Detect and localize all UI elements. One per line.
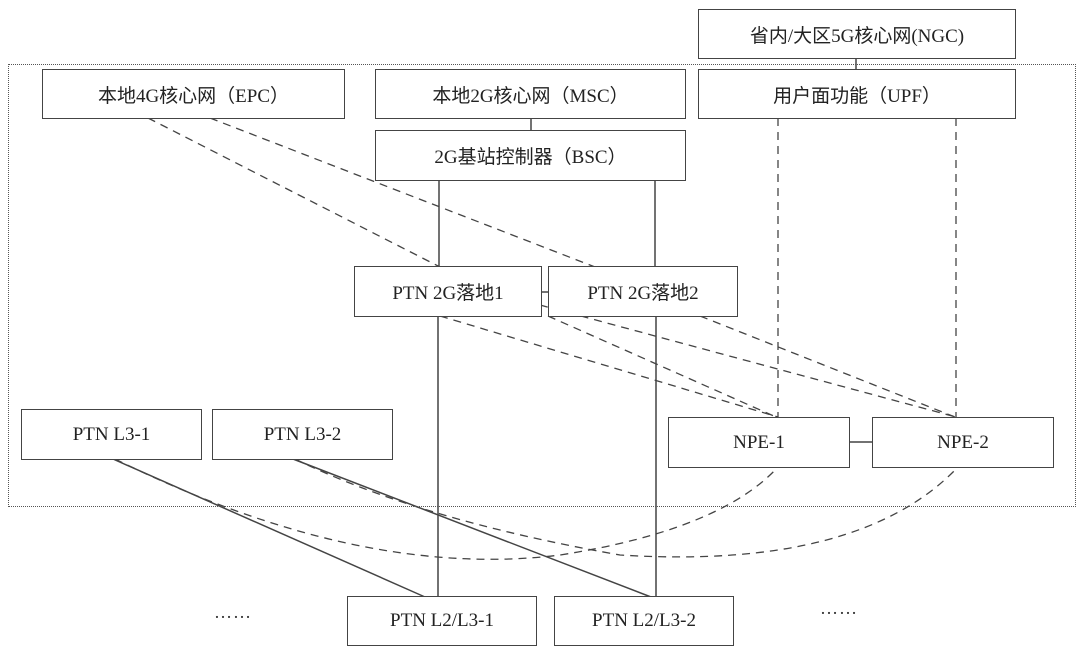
link-ptnl32-ptnl2l32	[292, 458, 652, 598]
node-ptn-l3-2: PTN L3-2	[212, 409, 393, 460]
node-upf: 用户面功能（UPF）	[698, 69, 1016, 119]
node-bsc: 2G基站控制器（BSC）	[375, 130, 686, 181]
link-ptn2g1-npe1	[439, 315, 779, 418]
node-ptn-l3-1: PTN L3-1	[21, 409, 202, 460]
node-npe-1: NPE-1	[668, 417, 850, 468]
link-epc-ptn2g1	[147, 117, 441, 268]
node-ngc: 省内/大区5G核心网(NGC)	[698, 9, 1016, 59]
ellipsis-right: ……	[820, 598, 858, 618]
link-ptn2g2-npe2	[699, 315, 956, 418]
link-ptnl32-npe2	[294, 458, 959, 558]
node-msc: 本地2G核心网（MSC）	[375, 69, 686, 119]
link-ptnl31-ptnl2l31	[112, 458, 426, 598]
node-ptn-2g-2: PTN 2G落地2	[548, 266, 738, 317]
node-epc: 本地4G核心网（EPC）	[42, 69, 345, 119]
node-npe-2: NPE-2	[872, 417, 1054, 468]
ellipsis-left: ……	[214, 602, 252, 622]
node-ptn-l2l3-1: PTN L2/L3-1	[347, 596, 537, 646]
node-ptn-2g-1: PTN 2G落地1	[354, 266, 542, 317]
link-ptnl31-npe1	[114, 458, 779, 560]
local-network-region	[8, 64, 1076, 507]
link-ptn2g1-npe2	[539, 304, 957, 418]
node-ptn-l2l3-2: PTN L2/L3-2	[554, 596, 734, 646]
